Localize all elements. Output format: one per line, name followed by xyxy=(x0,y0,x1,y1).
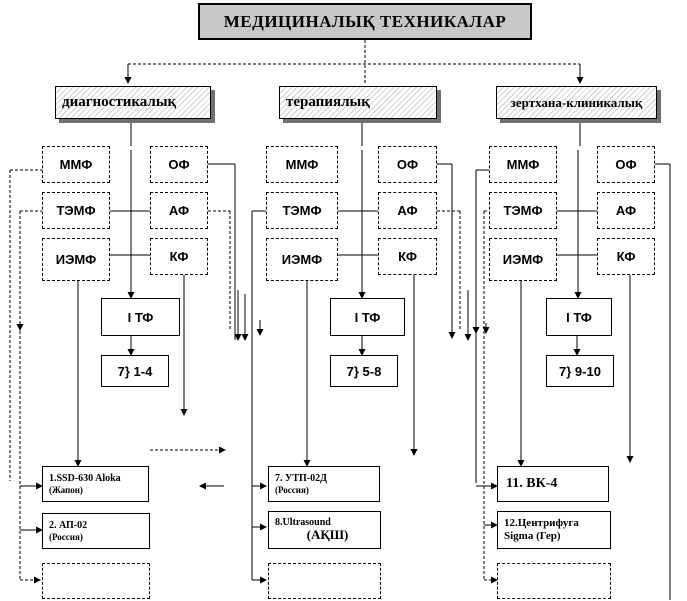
device-7-name: 7. УТП-02Д xyxy=(275,473,327,485)
device-2-origin: (Россия) xyxy=(49,531,83,542)
device-2-name: 2. АП-02 xyxy=(49,520,88,532)
device-12-box: 12.Центрифуга Sigma (Гер) xyxy=(497,511,611,549)
device-2-box: 2. АП-02 (Россия) xyxy=(42,513,150,549)
category-lab-clinical: зертхана-клиникалық xyxy=(496,86,657,119)
diag-temf-cell: ТЭМФ xyxy=(42,192,110,229)
diag-af-cell: АФ xyxy=(150,192,208,229)
diag-iemf-cell: ИЭМФ xyxy=(42,238,110,281)
ther-kf-cell: КФ xyxy=(378,238,437,275)
category-diagnostic: диагностикалық xyxy=(55,86,211,119)
device-12-origin: Sigma (Гер) xyxy=(504,530,561,542)
diag-kf-cell: КФ xyxy=(150,238,208,275)
empty-slot-lab xyxy=(497,563,611,599)
device-8-box: 8.Ultrasound (АҚШ) xyxy=(268,511,381,549)
lab-itf-cell: I ТФ xyxy=(546,298,612,336)
empty-slot-diagnostic xyxy=(42,563,150,599)
lab-mmf-cell: ММФ xyxy=(489,146,557,183)
lab-iemf-cell: ИЭМФ xyxy=(489,238,557,281)
device-8-name: 8.Ultrasound xyxy=(275,516,331,528)
ther-itf-cell: I ТФ xyxy=(330,298,405,336)
ther-mmf-cell: ММФ xyxy=(266,146,338,183)
device-8-origin: (АҚШ) xyxy=(306,527,349,543)
diag-range-box: 7} 1-4 xyxy=(101,355,169,387)
device-1-name: 1.SSD-630 Aloka xyxy=(49,473,121,485)
device-7-box: 7. УТП-02Д (Россия) xyxy=(268,466,380,502)
ther-iemf-cell: ИЭМФ xyxy=(266,238,338,281)
diag-of-cell: ОФ xyxy=(150,146,208,183)
device-12-name: 12.Центрифуга xyxy=(504,517,579,530)
ther-af-cell: АФ xyxy=(378,192,437,229)
lab-of-cell: ОФ xyxy=(597,146,655,183)
category-therapy: терапиялық xyxy=(279,86,437,119)
diag-itf-cell: I ТФ xyxy=(101,298,180,336)
device-7-origin: (Россия) xyxy=(275,484,309,495)
empty-slot-therapy xyxy=(268,563,381,599)
device-1-origin: (Жапон) xyxy=(49,484,83,495)
diag-mmf-cell: ММФ xyxy=(42,146,110,183)
diagram-title: МЕДИЦИНАЛЫҚ ТЕХНИКАЛАР xyxy=(198,3,532,40)
device-1-box: 1.SSD-630 Aloka (Жапон) xyxy=(42,466,149,502)
lab-temf-cell: ТЭМФ xyxy=(489,192,557,229)
ther-range-box: 7} 5-8 xyxy=(330,355,398,387)
device-11-box: 11. ВК-4 xyxy=(497,466,609,502)
lab-kf-cell: КФ xyxy=(597,238,655,275)
lab-af-cell: АФ xyxy=(597,192,655,229)
ther-temf-cell: ТЭМФ xyxy=(266,192,338,229)
ther-of-cell: ОФ xyxy=(378,146,437,183)
lab-range-box: 7} 9-10 xyxy=(546,355,614,387)
